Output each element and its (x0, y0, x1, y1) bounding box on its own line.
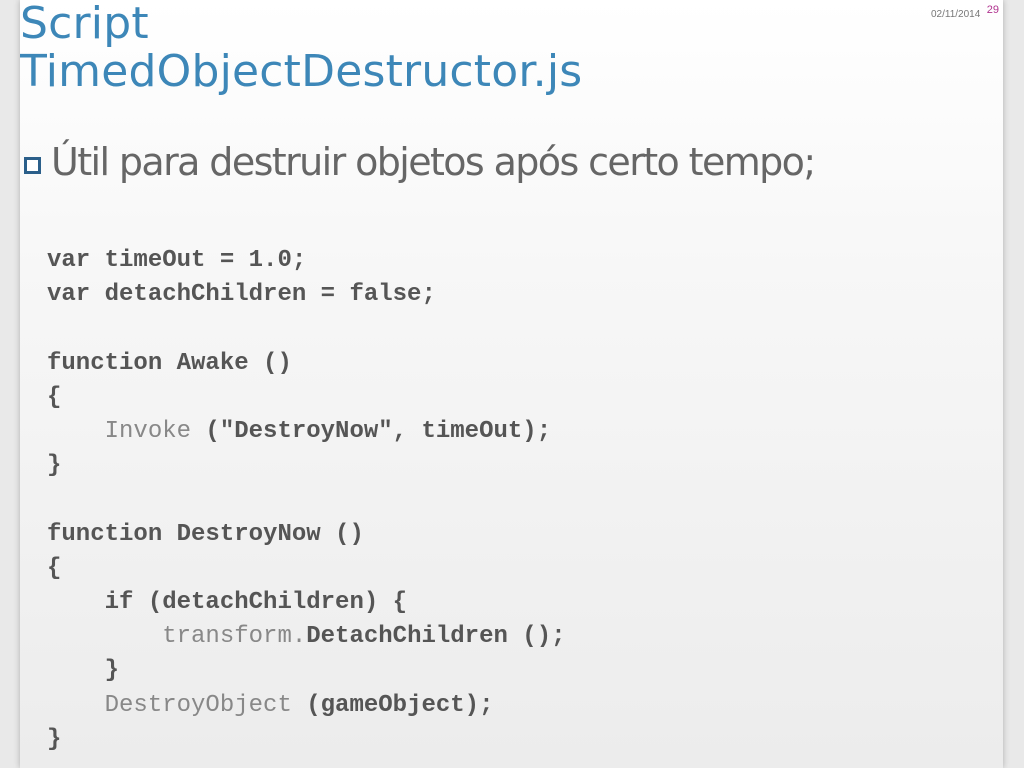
code-line: if (detachChildren) { (47, 589, 408, 616)
code-line: function DestroyNow () (47, 520, 364, 548)
slide-title-line1: Script (20, 0, 149, 49)
code-line: Invoke ("DestroyNow", timeOut); (47, 415, 566, 449)
code-line: function Awake () (47, 349, 292, 377)
code-line: } (47, 657, 120, 685)
code-line: transform.DetachChildren (); (47, 620, 566, 654)
bullet-text: Útil para destruir objetos após certo te… (51, 140, 816, 184)
slide-date: 02/11/2014 (930, 9, 981, 20)
code-line: } (47, 452, 62, 480)
code-line: { (47, 554, 62, 582)
slide-title: Script TimedObjectDestructor.js (20, 0, 582, 96)
code-blank-line (47, 483, 566, 517)
code-indent (47, 623, 162, 650)
code-token-args: ("DestroyNow", timeOut); (191, 418, 552, 445)
slide-number: 29 (986, 4, 999, 16)
square-bullet-icon (24, 156, 41, 174)
code-line: } (47, 725, 62, 753)
code-line: var detachChildren = false; (47, 281, 436, 309)
code-line: DestroyObject (gameObject); (47, 689, 566, 723)
slide-title-line2: TimedObjectDestructor.js (20, 46, 583, 97)
code-token-destroyobject: DestroyObject (104, 691, 292, 719)
code-line: { (47, 383, 62, 411)
code-blank-line (47, 312, 566, 346)
code-token-args: (gameObject); (291, 691, 494, 719)
code-indent (47, 692, 105, 719)
code-token-invoke: Invoke (104, 418, 192, 445)
code-line: var timeOut = 1.0; (47, 247, 307, 274)
slide-meta: 02/11/2014 29 (931, 4, 999, 22)
code-block: var timeOut = 1.0; var detachChildren = … (47, 244, 566, 757)
code-token-transform: transform. (162, 623, 307, 651)
slide: 02/11/2014 29 Script TimedObjectDestruct… (20, 0, 1003, 768)
code-token-detach: DetachChildren (); (306, 623, 566, 651)
code-indent (47, 418, 105, 445)
bullet-item: Útil para destruir objetos após certo te… (24, 140, 816, 184)
